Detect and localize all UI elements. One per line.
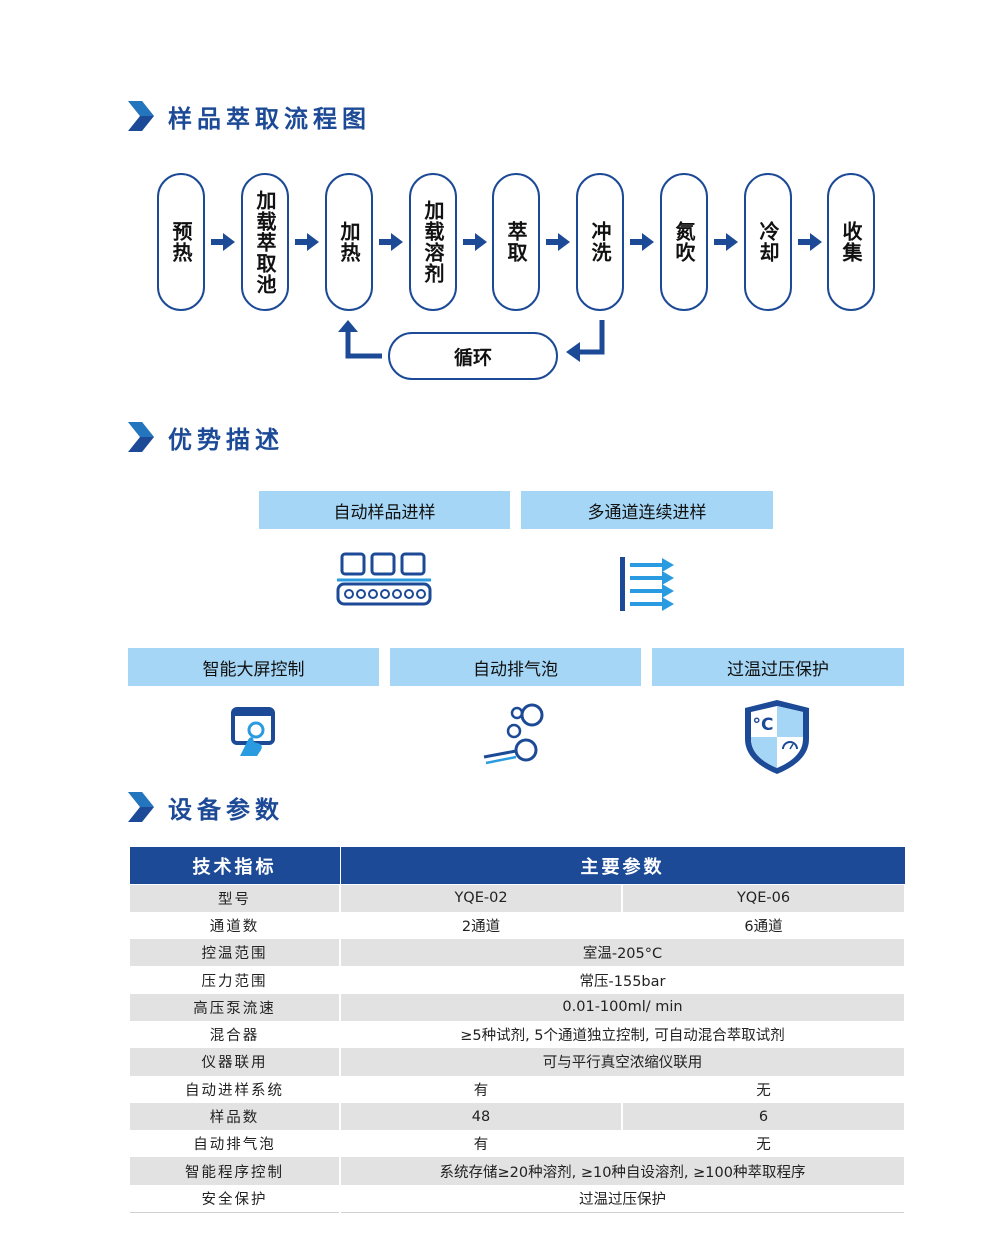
spec-name-cell: 自动进样系统 [128,1075,341,1103]
section-title-advantages: 优势描述 [128,417,284,457]
spec-value-cell: 常压-155bar [339,966,906,994]
table-row: 仪器联用可与平行真空浓缩仪联用 [128,1048,906,1076]
spec-value-cell-yqe-02: YQE-02 [339,884,623,912]
spec-name-cell: 型号 [128,884,341,912]
flow-step: 氮吹 [660,173,708,311]
spec-value-cell-yqe-02: 2通道 [339,911,623,940]
table-header-row: 技术指标 主要参数 [128,846,906,885]
spec-value-cell-yqe-02: 48 [339,1102,623,1131]
flow-step: 冷却 [744,173,792,311]
table-row: 控温范围室温-205°C [128,939,906,967]
loop-pill: 循环 [388,332,558,380]
flow-step-label: 预热 [169,221,193,263]
spec-name-cell: 安全保护 [128,1184,341,1213]
spec-value-cell-yqe-06: 无 [621,1130,906,1158]
spec-name-cell: 样品数 [128,1102,341,1131]
flow-step: 冲洗 [576,173,624,311]
spec-value-cell-yqe-06: 6 [621,1102,906,1131]
arrow-left-icon [566,342,580,362]
spec-value-cell: 可与平行真空浓缩仪联用 [339,1048,906,1076]
spec-value-cell-yqe-06: 6通道 [621,911,906,940]
advantage-label-bubbles: 自动排气泡 [390,648,641,686]
flow-step-label: 加载萃取池 [253,189,277,295]
spec-value-cell: 室温-205°C [339,939,906,967]
flow-step-label: 收集 [839,221,863,263]
multichannel-arrows-icon [620,557,674,611]
bubbles-icon [483,703,544,765]
flow-step-label: 冲洗 [588,221,612,263]
flow-step: 预热 [157,173,205,311]
flow-step: 收集 [827,173,875,311]
arrow-right-icon [295,233,319,251]
spec-name-cell: 压力范围 [128,966,341,994]
spec-value-cell-yqe-02: 有 [339,1075,623,1103]
table-row: 智能程序控制系统存储≥20种溶剂, ≥10种自设溶剂, ≥100种萃取程序 [128,1157,906,1185]
arrow-right-icon [546,233,570,251]
table-row: 自动排气泡有无 [128,1130,906,1158]
advantage-label-multichannel: 多通道连续进样 [521,491,773,529]
advantage-label-touchscreen: 智能大屏控制 [128,648,379,686]
spec-value-cell-yqe-02: 有 [339,1130,623,1158]
spec-name-cell: 高压泵流速 [128,993,341,1021]
table-row: 安全保护过温过压保护 [128,1184,906,1213]
spec-name-cell: 自动排气泡 [128,1130,341,1158]
chevron-right-icon [128,422,154,452]
spec-value-cell: ≥5种试剂, 5个通道独立控制, 可自动混合萃取试剂 [339,1020,906,1049]
spec-name-cell: 控温范围 [128,939,341,967]
arrow-right-icon [211,233,235,251]
header-indicator: 技术指标 [128,846,341,885]
flow-step: 加载溶剂 [409,173,457,311]
section-title-specs: 设备参数 [128,787,284,827]
spec-value-cell: 系统存储≥20种溶剂, ≥10种自设溶剂, ≥100种萃取程序 [339,1157,906,1185]
arrow-right-icon [462,233,487,251]
spec-name-cell: 混合器 [128,1020,341,1049]
flow-step: 加热 [325,173,373,311]
flow-step-label: 冷却 [756,221,780,263]
header-parameters: 主要参数 [339,846,906,885]
flow-step: 加载萃取池 [241,173,289,311]
loop-connectors [338,320,605,362]
shield-temperature-icon: °C [745,700,809,774]
spec-value-cell: 过温过压保护 [339,1184,906,1213]
spec-value-cell-yqe-06: 无 [621,1075,906,1103]
spec-name-cell: 仪器联用 [128,1048,341,1076]
spec-name-cell: 智能程序控制 [128,1157,341,1185]
autosampler-tray-icon [336,552,432,606]
section-title-flow: 样品萃取流程图 [128,96,371,136]
touchscreen-icon [231,707,275,756]
flow-step: 萃取 [492,173,540,311]
svg-text:°C: °C [753,715,774,735]
table-row: 自动进样系统有无 [128,1075,906,1103]
flow-step-label: 氮吹 [672,221,696,263]
table-row: 压力范围常压-155bar [128,966,906,994]
flow-step-label: 萃取 [504,221,528,263]
spec-value-cell-yqe-06: YQE-06 [621,884,906,912]
spec-value-cell: 0.01-100ml/ min [339,993,906,1021]
chevron-right-icon [128,101,154,131]
spec-name-cell: 通道数 [128,911,341,940]
advantage-label-protection: 过温过压保护 [652,648,904,686]
arrow-up-icon [338,320,358,332]
arrow-right-icon [714,233,738,251]
flow-step-label: 加载溶剂 [421,200,445,284]
arrow-right-icon [379,233,403,251]
advantage-label-autosampler: 自动样品进样 [259,491,510,529]
table-row: 混合器≥5种试剂, 5个通道独立控制, 可自动混合萃取试剂 [128,1020,906,1049]
flow-step-label: 加热 [337,221,361,263]
arrow-right-icon [630,233,654,251]
arrow-right-icon [797,233,822,251]
chevron-right-icon [128,792,154,822]
